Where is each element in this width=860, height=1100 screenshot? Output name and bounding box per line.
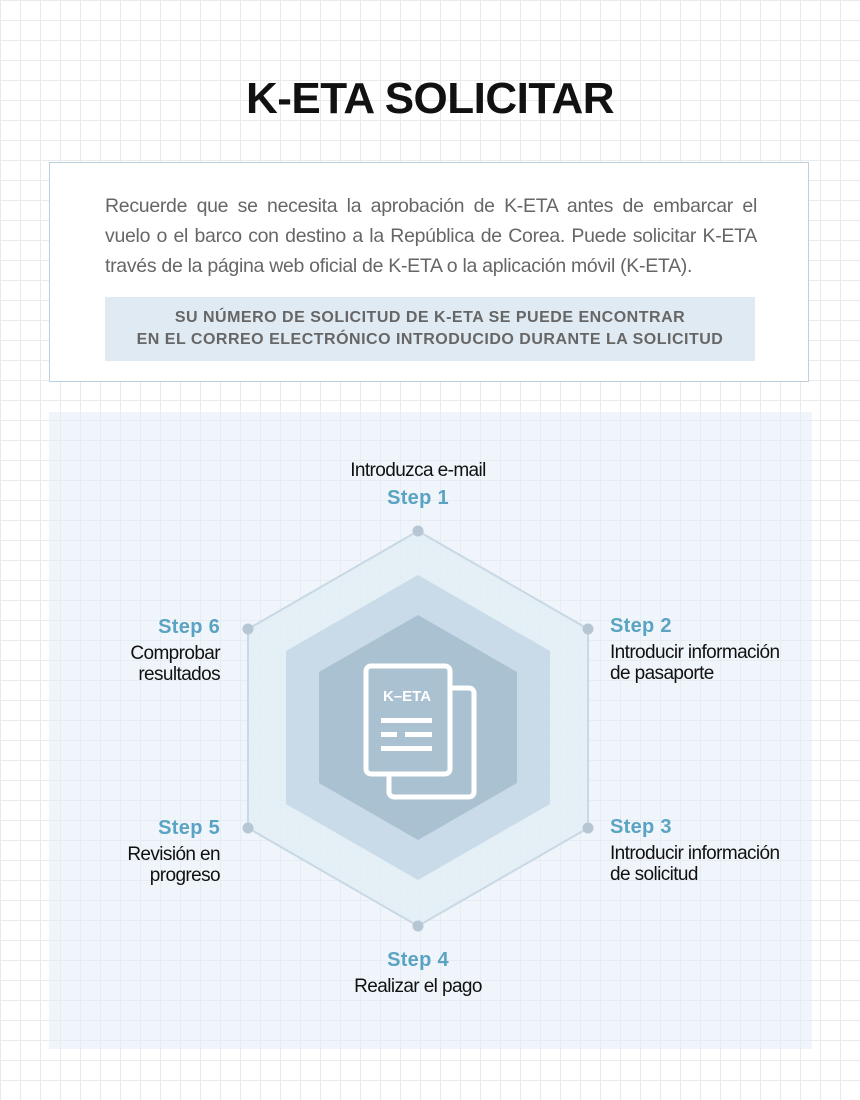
page-title: K-ETA SOLICITAR: [245, 74, 615, 123]
step-6-number: Step 6: [158, 616, 220, 638]
step-3-description: Introducir información de solicitud: [610, 843, 780, 885]
document-icon: K–ETA: [363, 663, 477, 800]
step-6-description: Comprobar resultados: [130, 643, 220, 685]
step-6-dot: [242, 623, 254, 635]
step-4-dot: [412, 920, 424, 932]
step-1-label: Introduzca e-mail Step 1: [268, 460, 568, 510]
step-5-dot: [242, 822, 254, 834]
step-5-number: Step 5: [158, 817, 220, 839]
step-2-label: Step 2 Introducir información de pasapor…: [610, 614, 780, 684]
step-5-description: Revisión en progreso: [127, 844, 220, 886]
step-3-label: Step 3 Introducir información de solicit…: [610, 815, 780, 885]
highlight-line-2: EN EL CORREO ELECTRÓNICO INTRODUCIDO DUR…: [136, 331, 724, 348]
step-4-description: Realizar el pago: [354, 976, 482, 997]
step-4-number: Step 4: [387, 949, 449, 971]
step-2-dot: [582, 623, 594, 635]
step-3-dot: [582, 822, 594, 834]
step-1-number: Step 1: [387, 487, 449, 509]
step-4-label: Step 4 Realizar el pago: [268, 948, 568, 997]
document-line-4: [381, 746, 432, 751]
step-5-label: Step 5 Revisión en progreso: [70, 816, 220, 886]
document-icon-label: K–ETA: [383, 688, 431, 705]
document-line-3: [405, 732, 432, 737]
step-6-label: Step 6 Comprobar resultados: [70, 615, 220, 685]
highlight-line-1: SU NÚMERO DE SOLICITUD DE K-ETA SE PUEDE…: [174, 309, 686, 326]
step-1-description: Introduzca e-mail: [350, 460, 486, 481]
step-2-number: Step 2: [610, 615, 672, 637]
step-2-description: Introducir información de pasaporte: [610, 642, 780, 684]
step-1-dot: [412, 525, 424, 537]
document-line-2: [381, 732, 397, 737]
application-number-notice: SU NÚMERO DE SOLICITUD DE K-ETA SE PUEDE…: [105, 297, 755, 361]
document-line-1: [381, 718, 432, 723]
notice-box: Recuerde que se necesita la aprobación d…: [49, 162, 809, 382]
step-3-number: Step 3: [610, 816, 672, 838]
notice-text: Recuerde que se necesita la aprobación d…: [105, 195, 757, 277]
